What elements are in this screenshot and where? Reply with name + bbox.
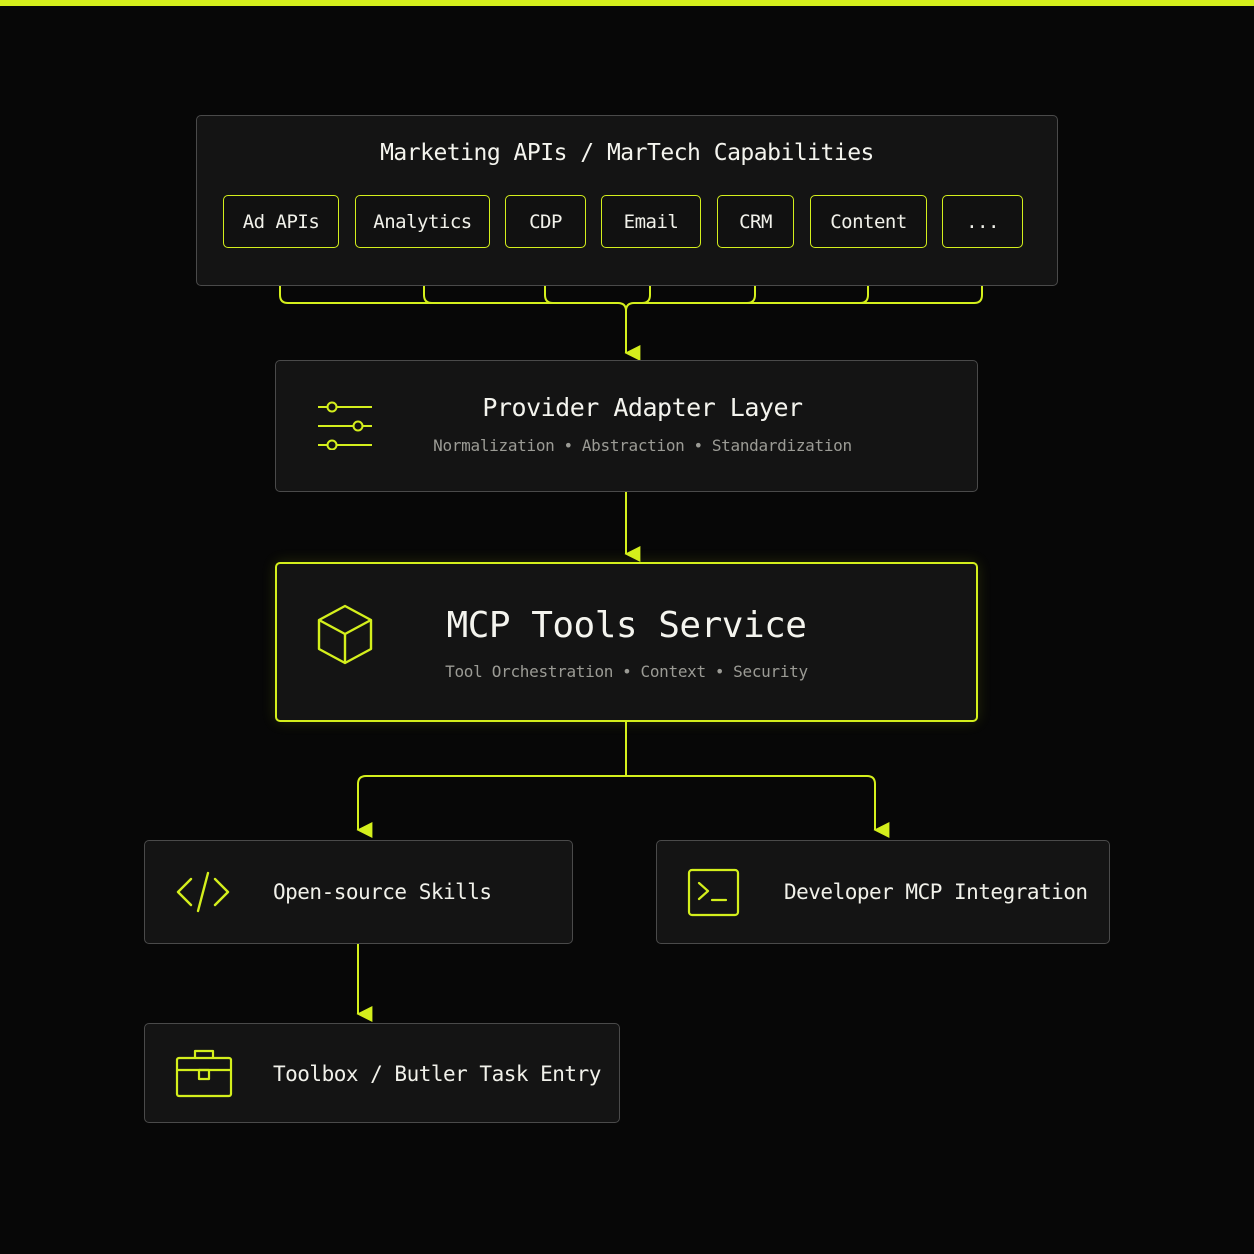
adapter-tag: Abstraction bbox=[581, 436, 685, 455]
open-source-skills-box[interactable] bbox=[144, 840, 573, 944]
toolbox-box[interactable] bbox=[144, 1023, 620, 1123]
chip-connector-more bbox=[634, 248, 983, 304]
provider-adapter-box[interactable] bbox=[275, 360, 978, 492]
toolbox-label: Toolbox / Butler Task Entry bbox=[273, 1062, 601, 1086]
mcp-tag: Security bbox=[733, 662, 808, 681]
developer-mcp-box[interactable] bbox=[656, 840, 1110, 944]
chip-connector-cdp bbox=[544, 248, 554, 304]
briefcase-icon bbox=[175, 1049, 233, 1098]
adapter-tag: Standardization bbox=[711, 436, 852, 455]
top-accent-bar bbox=[0, 0, 1254, 6]
adapter-title: Provider Adapter Layer bbox=[482, 393, 803, 422]
mcp-tag: Context bbox=[640, 662, 706, 681]
chip-content[interactable]: Content bbox=[810, 195, 927, 248]
skills-label: Open-source Skills bbox=[273, 880, 492, 904]
chip-ad-apis[interactable]: Ad APIs bbox=[223, 195, 339, 248]
mcp-title: MCP Tools Service bbox=[446, 605, 807, 646]
mcp-tools-service-box[interactable] bbox=[275, 562, 978, 722]
chip-more[interactable]: ... bbox=[942, 195, 1023, 248]
marketing-apis-title: Marketing APIs / MarTech Capabilities bbox=[380, 140, 874, 166]
mcp-tags: Tool Orchestration•Context•Security bbox=[445, 662, 808, 681]
terminal-icon bbox=[687, 868, 740, 917]
cube-icon bbox=[317, 604, 373, 665]
chip-connector-analytics bbox=[423, 248, 433, 304]
mcp-tag: Tool Orchestration bbox=[445, 662, 614, 681]
developer-label: Developer MCP Integration bbox=[784, 880, 1088, 904]
mcp-to-developer-arrow bbox=[626, 775, 890, 838]
adapter-tags: Normalization•Abstraction•Standardizatio… bbox=[433, 436, 852, 455]
adapter-tag: Normalization bbox=[433, 436, 555, 455]
chip-analytics[interactable]: Analytics bbox=[355, 195, 490, 248]
chip-crm[interactable]: CRM bbox=[717, 195, 794, 248]
sliders-icon bbox=[318, 401, 372, 450]
chip-cdp[interactable]: CDP bbox=[505, 195, 586, 248]
chip-email[interactable]: Email bbox=[601, 195, 701, 248]
mcp-to-skills-arrow bbox=[356, 722, 627, 838]
code-icon bbox=[176, 871, 230, 913]
